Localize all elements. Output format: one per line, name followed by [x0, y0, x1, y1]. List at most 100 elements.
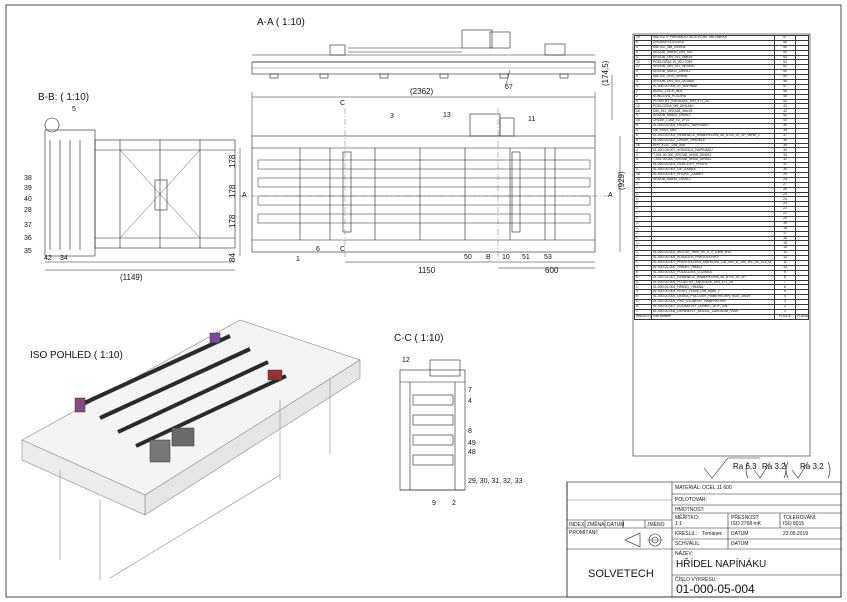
- view-title-bb: B-B: ( 1:10): [38, 92, 90, 103]
- tb-presnost-value: ISO 2768 mK: [731, 521, 762, 527]
- callout-51: 51: [522, 254, 530, 261]
- tb-material-label: MATERIÁL:: [675, 485, 702, 491]
- bom-footer-poznamka: POZNÁMKA: [795, 313, 809, 320]
- dim-178-a: 178: [228, 154, 237, 168]
- callout-53: 53: [544, 254, 552, 261]
- callout-13: 13: [443, 112, 451, 119]
- callout-c-bottom: C: [340, 246, 346, 253]
- callout-c-top: C: [340, 100, 346, 107]
- tb-nazev-value: HŘÍDEL NAPÍNÁKU: [676, 559, 767, 570]
- callout-37: 37: [24, 222, 32, 229]
- callout-50: 50: [464, 254, 472, 261]
- tb-datum-value: 23.09.2019: [783, 531, 809, 537]
- dim-84: 84: [228, 253, 237, 262]
- callout-8: 8: [468, 428, 472, 435]
- callout-2: 2: [452, 500, 456, 507]
- roughness-symbols: [703, 457, 831, 479]
- iso-belts: [79, 334, 287, 448]
- roughness-a: Ra 3,2: [762, 462, 786, 471]
- callout-b: B: [486, 254, 491, 261]
- view-title-aa: A-A ( 1:10): [257, 17, 305, 28]
- dim-174: (174,5): [601, 60, 610, 86]
- tb-kreslil-label: KRESLIL:: [675, 531, 697, 537]
- dim-1149: (1149): [120, 273, 143, 282]
- tb-material-value: OCEL 11 600: [702, 485, 732, 491]
- tb-kreslil-value: Tomanec: [702, 531, 723, 537]
- tb-meritko-label: MĚŘÍTKO:: [675, 515, 700, 521]
- dim-1150: 1150: [418, 266, 436, 275]
- dim-overall: [251, 75, 613, 136]
- bom-footer-pozice: POZICE: [774, 313, 796, 320]
- callout-49: 49: [468, 440, 476, 447]
- callout-34: 34: [60, 255, 68, 262]
- iso-parts: [74, 332, 283, 463]
- roughness-b: Ra 3,2: [800, 462, 824, 471]
- tb-cislo-value: 01-000-05-004: [676, 582, 755, 596]
- view-title-cc: C-C ( 1:10): [394, 333, 444, 344]
- tb-meritko-value: 1:1: [675, 521, 682, 527]
- tb-datum-3: DATUM: [731, 541, 749, 547]
- callout-38: 38: [24, 175, 32, 182]
- callout-29-33: 29, 30, 31, 32, 33: [468, 478, 523, 485]
- callout-57: 57: [505, 84, 513, 91]
- callout-39: 39: [24, 185, 32, 192]
- dim-main-side: [239, 136, 621, 269]
- callout-4: 4: [468, 398, 472, 405]
- callout-a-right: A: [608, 192, 613, 199]
- view-iso: [21, 319, 361, 580]
- tb-cislo-label: ČÍSLO VÝKRESU:: [675, 577, 717, 583]
- callout-3: 3: [390, 113, 394, 120]
- tb-company: SOLVETECH: [588, 568, 654, 580]
- callout-1: 1: [296, 256, 300, 263]
- callout-42: 42: [44, 255, 52, 262]
- centerlines: [240, 108, 610, 262]
- bom-cell-desc: 01-000-00-007_PŘEVODOVKA_ŠNEKOVÁ_CM_050_…: [651, 259, 775, 266]
- tb-nazev-label: NÁZEV:: [675, 551, 693, 557]
- tb-presnost-label: PŘESNOST:: [731, 515, 760, 521]
- dim-overall-length: (2362): [410, 87, 434, 96]
- view-main: [251, 113, 596, 253]
- callout-9: 9: [432, 500, 436, 507]
- roughness-main: Ra 6,3: [733, 462, 757, 471]
- tb-jmeno: JMÉNO: [647, 522, 665, 528]
- projection-symbol: [624, 532, 663, 548]
- dim-600: 600: [545, 266, 559, 275]
- tb-hmotnost-label: HMOTNOST:: [675, 507, 705, 513]
- view-aa: [251, 29, 596, 79]
- callout-11: 11: [528, 116, 536, 123]
- bom-footer-mnozstvi: MNOŽSTVÍ: [634, 313, 652, 320]
- sheet-frame: [5, 4, 842, 598]
- bom-frame: [632, 33, 811, 457]
- callout-10: 10: [502, 254, 510, 261]
- view-cc: [399, 359, 466, 491]
- tb-index: INDEX: [569, 522, 585, 528]
- callout-5: 5: [72, 106, 76, 113]
- callout-40: 40: [24, 196, 32, 203]
- view-title-iso: ISO POHLED ( 1:10): [30, 350, 123, 361]
- bom-footer-partnumber: Part Number: [651, 313, 775, 320]
- callout-35: 35: [24, 248, 32, 255]
- tb-zmena: ZMĚNA: [587, 522, 605, 528]
- leader-57: [504, 69, 511, 89]
- callout-48: 48: [468, 449, 476, 456]
- tb-schvalil-label: SCHVÁLIL:: [675, 541, 701, 547]
- callout-a-left: A: [242, 192, 247, 199]
- callout-28: 28: [24, 207, 32, 214]
- view-bb: [44, 117, 236, 263]
- title-block-lines: [566, 481, 842, 598]
- dim-178-b: 178: [228, 184, 237, 198]
- tb-datum-1: DATUM: [607, 522, 625, 528]
- tb-datum-2: DATUM: [731, 531, 749, 537]
- callout-36: 36: [24, 235, 32, 242]
- callout-6: 6: [316, 246, 320, 253]
- dim-178-c: 178: [228, 214, 237, 228]
